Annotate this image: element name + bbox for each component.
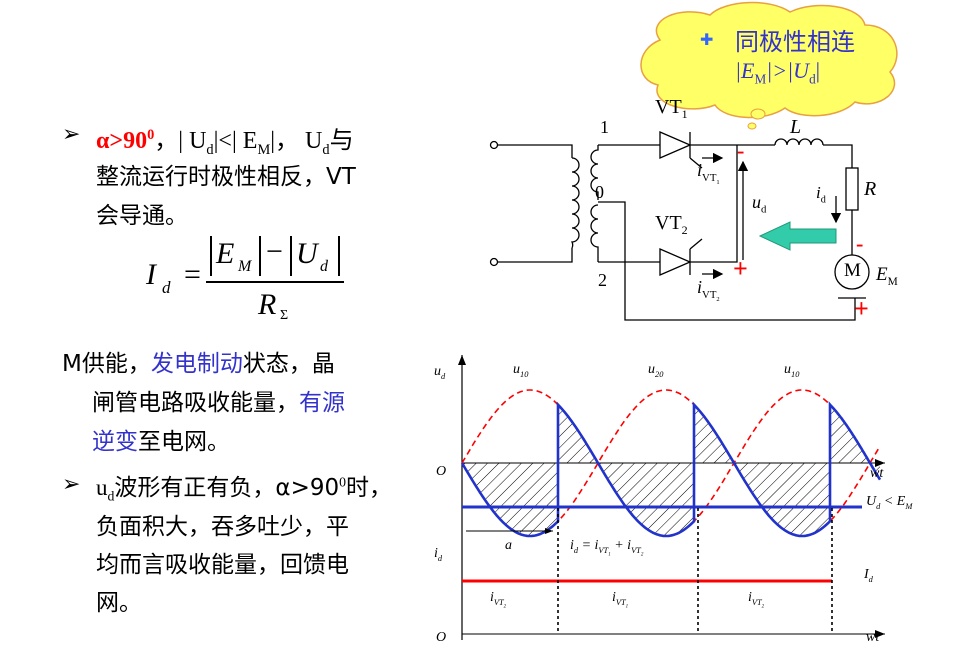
label-seg-ivt1: iVT1 (612, 590, 629, 610)
formula-den-sub: Σ (280, 308, 289, 323)
thyristor-vt2-gate (689, 238, 710, 275)
label-wt-2: wt (866, 630, 880, 645)
cloud-bubble (750, 108, 766, 120)
label-ivt2: iVT2 (697, 277, 720, 303)
secondary-winding-2 (590, 204, 599, 262)
cloud-line-1: 同极性相连 (735, 28, 855, 56)
label-node-2: 2 (598, 270, 607, 290)
formula-minus: − (266, 235, 283, 268)
label-ud: ud (752, 192, 767, 216)
label-em: EM (876, 264, 898, 288)
resistor (845, 167, 859, 211)
terminal (489, 257, 499, 267)
formula-lhs-sub: d (162, 278, 171, 297)
inductor (774, 138, 824, 146)
label-inductor: L (790, 116, 802, 138)
label-ivt1: iVT1 (697, 160, 720, 186)
label-ud-lt-em: Ud < EM (866, 494, 913, 511)
abs-bar (290, 236, 292, 276)
waveform-ud (458, 355, 885, 640)
label-ud-axis: ud (434, 364, 446, 381)
paragraph-2-line-2: 闸管电路吸收能量，有源 (92, 390, 345, 416)
formula-num-b-sub: d (320, 258, 328, 275)
highlight-inversion: 逆变 (92, 429, 138, 455)
label-id-axis: id (434, 546, 443, 563)
formula-num-a: E (216, 237, 235, 270)
formula-num-a-sub: M (238, 258, 252, 275)
plus-sign-motor: + (854, 294, 869, 323)
label-motor: M (844, 260, 861, 281)
bullet-arrow-1: ➢ (62, 122, 81, 147)
label-alpha: a (505, 538, 512, 553)
abs-bar (338, 236, 340, 276)
formula-lhs: I (146, 258, 156, 291)
hatched-area (558, 404, 880, 536)
wire (497, 248, 573, 263)
motor (834, 254, 870, 290)
y-axis-arrow-icon (458, 355, 466, 365)
label-seg-ivt2-b: iVT2 (748, 590, 765, 610)
primary-winding (570, 157, 580, 249)
paragraph-1-line-2: 整流运行时极性相反，VT (96, 164, 356, 190)
label-vt1: VT1 (655, 96, 688, 121)
formula-den: R (258, 288, 277, 321)
fraction-line (206, 281, 344, 283)
cloud-bubble (747, 122, 757, 130)
paragraph-2-line-1: M供能，发电制动状态，晶 (62, 351, 335, 377)
formula-eq: = (184, 258, 201, 291)
cloud-bullet-icon: ✚ (700, 30, 714, 49)
label-id-equation: id = iVT1 + iVT2 (570, 538, 644, 558)
paragraph-3-line-4: 网。 (96, 590, 142, 616)
highlight-generator-braking: 发电制动 (150, 351, 243, 377)
hatched-area (462, 463, 558, 536)
energy-flow-arrow (758, 221, 837, 251)
label-resistor: R (864, 178, 877, 200)
plus-sign-left: + (733, 254, 748, 283)
thyristor-vt1-gate (689, 132, 710, 169)
abs-bar (259, 236, 261, 276)
wire (823, 144, 853, 168)
paragraph-1-line-3: 会导通。 (96, 203, 188, 229)
cloud-callout (640, 1, 898, 130)
thyristor-vt1 (659, 131, 692, 159)
wire (497, 144, 573, 158)
secondary-winding-1 (590, 145, 599, 200)
highlight-active: 有源 (299, 390, 345, 416)
minus-sign-top: - (737, 138, 745, 163)
label-seg-ivt2-a: iVT2 (490, 590, 507, 610)
label-node-1: 1 (600, 117, 609, 137)
label-id: id (816, 183, 826, 206)
alpha-arrowhead-icon (545, 528, 553, 534)
bullet-arrow-2: ➢ (62, 472, 81, 497)
cloud-line-2: |EM|>|Ud| (735, 58, 821, 87)
label-origin-1: O (436, 464, 447, 479)
label-origin-2: O (436, 630, 447, 645)
paragraph-3-line-1: ud波形有正有负，α>900时， (96, 474, 393, 504)
terminal (489, 140, 499, 150)
paragraph-1-line-1: α>900，| Ud|<| EM|， Ud与 (96, 126, 354, 158)
x-axis-arrow-icon (875, 630, 885, 638)
abs-bar (210, 236, 212, 276)
minus-sign-motor: - (856, 231, 864, 256)
formula-num-b: U (296, 237, 318, 270)
label-wt-1: wt (870, 466, 884, 481)
cloud-shape (640, 1, 898, 119)
thyristor-vt2 (659, 248, 692, 276)
ud-output-wave (460, 401, 882, 538)
label-u10-a: u10 (513, 362, 529, 379)
alpha-condition: α>90 (96, 128, 148, 154)
paragraph-3-line-3: 均而言吸收能量，回馈电 (96, 552, 349, 578)
wire (710, 145, 738, 263)
circuit (489, 131, 870, 321)
paragraph-3-line-2: 负面积大，吞多吐少，平 (96, 514, 349, 540)
label-u10-b: u10 (784, 362, 800, 379)
paragraph-2-line-3: 逆变至电网。 (92, 429, 230, 455)
wire-center-tap (598, 201, 856, 321)
label-u20: u20 (648, 362, 664, 379)
label-Id-level: Id (864, 567, 873, 584)
label-vt2: VT2 (655, 212, 688, 237)
label-node-0: 0 (595, 182, 604, 202)
